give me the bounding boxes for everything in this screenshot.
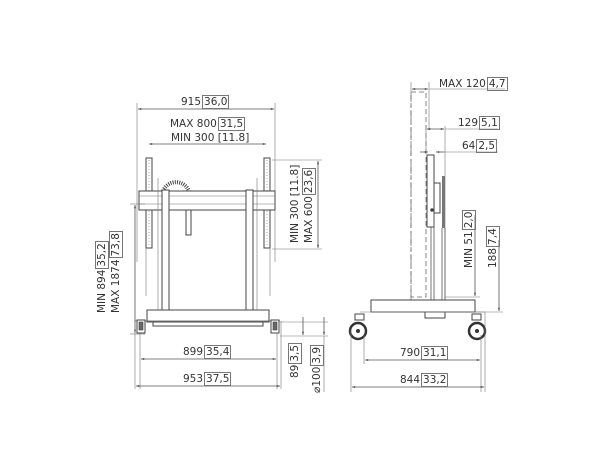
dim-inch: 37,5	[204, 372, 232, 386]
dim-height-max: MAX 187473,8	[109, 231, 123, 314]
dim-vertical-vesa-min: MIN 300 [11.8]	[289, 165, 301, 243]
dim-value: MIN 300	[171, 132, 215, 144]
dim-inch: 5,1	[479, 116, 500, 130]
front-view	[130, 103, 328, 392]
dim-value: 953	[183, 373, 204, 385]
dim-value: MAX 600	[303, 196, 315, 243]
dim-vesa-min: MIN 300 [11.8]	[171, 132, 249, 144]
dim-vertical-vesa-max: MAX 60023,6	[302, 167, 316, 243]
dim-inch: 35,2	[95, 241, 109, 269]
dim-inch: 31,5	[217, 117, 246, 131]
dim-inch: 33,2	[421, 373, 449, 387]
dim-inch: 3,5	[288, 342, 302, 364]
dim-value: MAX 800	[170, 118, 217, 130]
dim-base-height: 893,5	[288, 342, 302, 378]
dim-inch: 7,4	[486, 226, 500, 247]
dim-inch: [11.8]	[289, 164, 301, 197]
dim-value: 89	[289, 364, 301, 378]
dim-value: 844	[400, 374, 421, 386]
dim-value: MIN 51	[463, 231, 475, 268]
side-view	[348, 82, 505, 392]
dim-value: MIN 894	[96, 269, 108, 313]
dim-min-51: MIN 512,0	[462, 209, 476, 268]
dim-inch: 36,0	[202, 95, 230, 109]
dim-height-188: 1887,4	[486, 226, 500, 268]
dim-inch: 73,8	[109, 231, 123, 259]
dim-inch: 4,7	[486, 77, 508, 91]
dim-inch: 2,5	[476, 139, 498, 153]
dim-value: MAX 120	[439, 78, 486, 90]
dim-inch: 23,6	[302, 167, 316, 196]
dim-value: ⌀100	[311, 366, 323, 393]
dim-inch: 2,0	[462, 209, 476, 231]
dim-value: 915	[181, 96, 202, 108]
dim-value: MIN 300	[289, 199, 301, 243]
dim-value: 64	[462, 140, 476, 152]
dim-inch: 3,9	[310, 344, 324, 366]
dim-wheel-diameter: ⌀1003,9	[310, 344, 324, 393]
dim-inch: 35,4	[204, 345, 232, 359]
dim-value: MAX 1874	[110, 259, 122, 314]
dim-height-min: MIN 89435,2	[95, 241, 109, 313]
dim-inch: 31,1	[421, 346, 449, 360]
dim-inch: [11.8]	[217, 132, 250, 144]
dim-value: 899	[183, 346, 204, 358]
dim-value: 188	[487, 247, 499, 268]
dim-value: 129	[458, 117, 479, 129]
dim-value: 790	[400, 347, 421, 359]
